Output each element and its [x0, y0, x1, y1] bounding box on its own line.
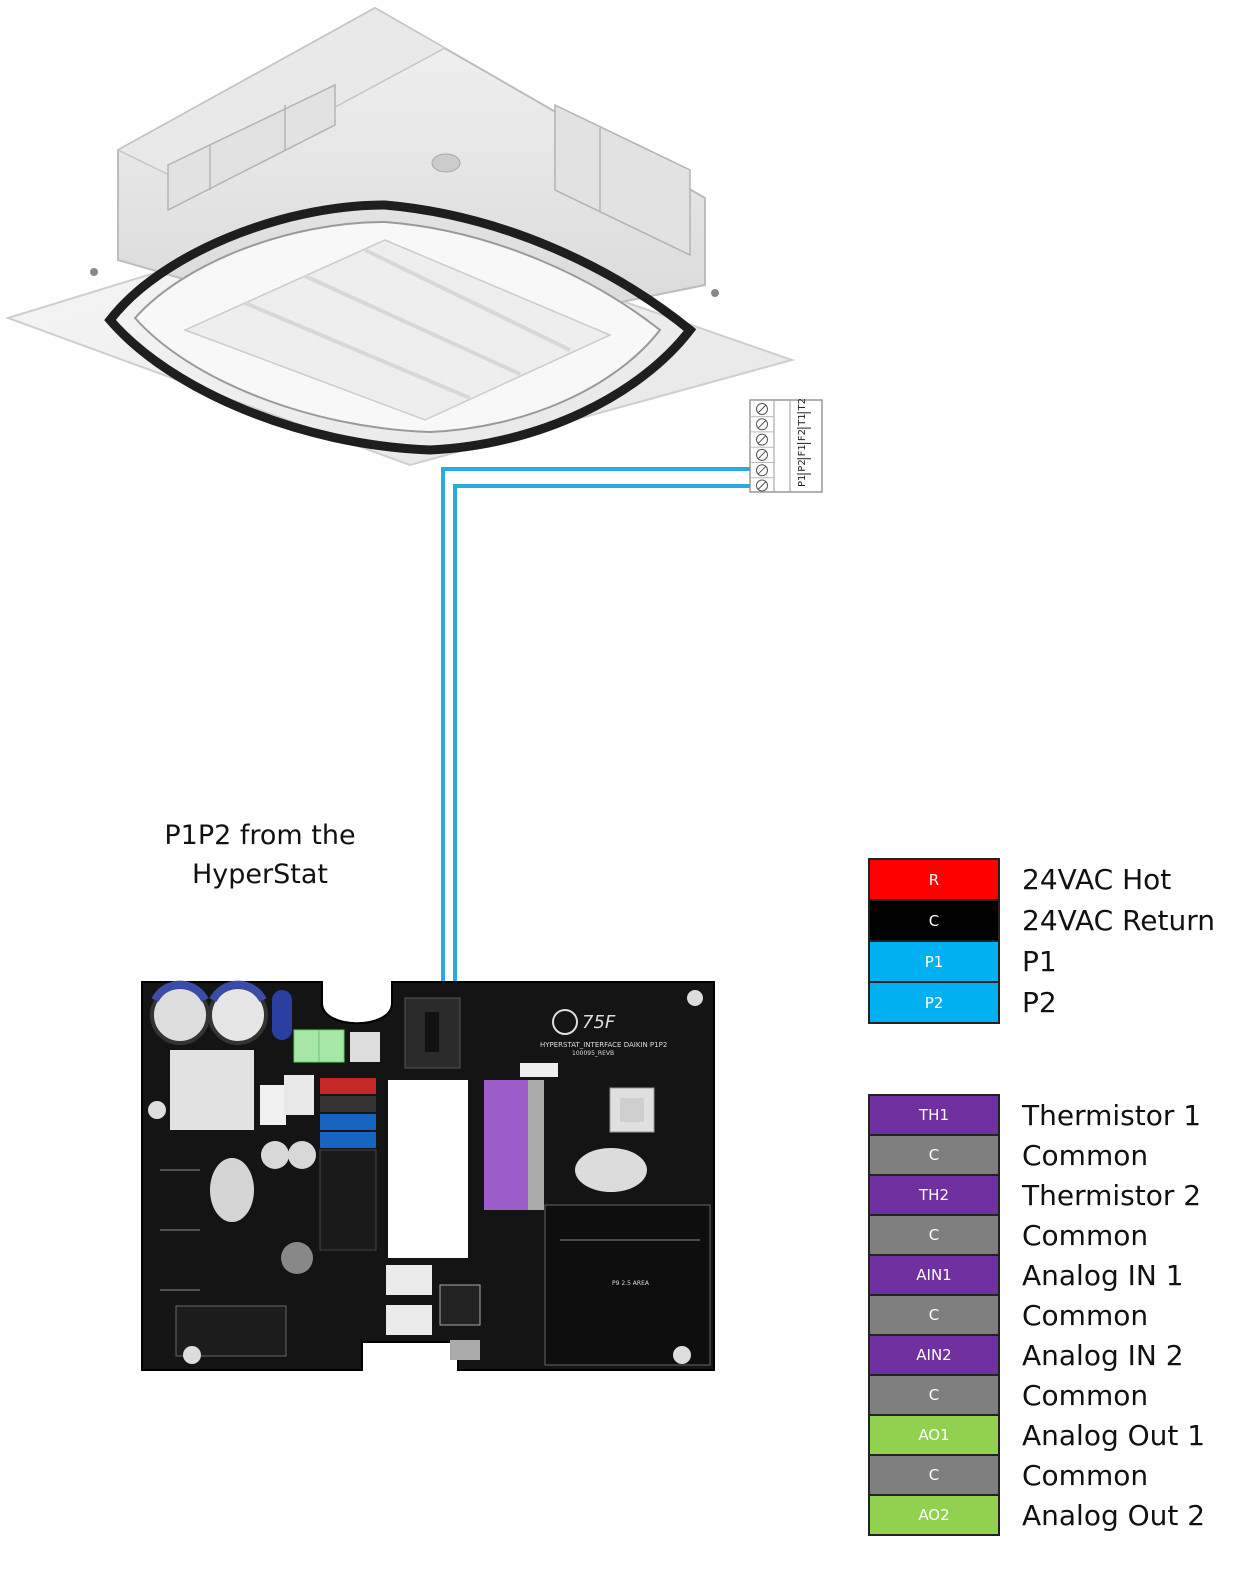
legend-io-label: Common	[1022, 1298, 1149, 1332]
legend-io-label: Common	[1022, 1458, 1149, 1492]
terminal-label: F2	[797, 429, 808, 441]
cassette-ac-unit	[4, 6, 796, 467]
board-revision: 100095_REVB	[572, 1050, 614, 1057]
legend-power-label: P1	[1022, 945, 1057, 978]
terminal-label: T2	[797, 398, 808, 411]
p1p2-callout: P1P2 from the HyperStat	[130, 816, 390, 894]
legend-io-label: Analog Out 1	[1022, 1418, 1206, 1452]
legend-io-row: AO2 Analog Out 2	[868, 1494, 1206, 1536]
board-title: HYPERSTAT_INTERFACE DAIKIN P1P2	[540, 1041, 667, 1049]
legend-io-row: C Common	[868, 1454, 1206, 1496]
legend-power-label: P2	[1022, 986, 1057, 1019]
terminal-screw-slot	[757, 435, 767, 444]
legend-io-label: Common	[1022, 1378, 1149, 1412]
callout-line-2: HyperStat	[192, 859, 328, 890]
terminal-label: P1	[797, 475, 808, 487]
terminal-screw-slot	[757, 465, 767, 475]
legend-io-label: Analog IN 2	[1022, 1338, 1184, 1372]
legend-io-row: C Common	[868, 1294, 1206, 1336]
legend-io-swatch: TH1	[868, 1094, 1000, 1136]
legend-io-row: TH1 Thermistor 1	[868, 1094, 1206, 1136]
legend-power-swatch: P2	[868, 981, 1000, 1024]
terminal-label: P2	[797, 459, 808, 471]
terminal-block	[749, 399, 823, 493]
legend-power-label: 24VAC Return	[1022, 904, 1216, 937]
legend-power-swatch: P1	[868, 940, 1000, 983]
legend-io-swatch: AIN2	[868, 1334, 1000, 1376]
legend-power-row: R 24VAC Hot	[868, 858, 1216, 901]
terminal-screw-slot	[757, 481, 767, 490]
legend-io-row: TH2 Thermistor 2	[868, 1174, 1206, 1216]
terminal-label: F1	[797, 444, 808, 456]
legend-io-label: Common	[1022, 1218, 1149, 1252]
terminal-label: T1	[797, 413, 808, 426]
terminal-labels: P1 P2 F1 F2 T1 T2	[797, 398, 811, 487]
legend-io-label: Common	[1022, 1138, 1149, 1172]
callout-line-1: P1P2 from the	[164, 820, 356, 851]
board-brand: 75F	[582, 1012, 616, 1033]
terminal-screws	[750, 403, 774, 492]
legend-io-swatch: C	[868, 1214, 1000, 1256]
legend-io-row: AO1 Analog Out 1	[868, 1414, 1206, 1456]
legend-io-row: C Common	[868, 1214, 1206, 1256]
legend-io-swatch: C	[868, 1294, 1000, 1336]
legend-io-swatch: AO1	[868, 1414, 1000, 1456]
legend-io-label: Analog Out 2	[1022, 1498, 1206, 1532]
terminal-screw-slot	[757, 419, 767, 429]
legend-io-swatch: TH2	[868, 1174, 1000, 1216]
hyperstat-interface-board: 75F HYPERSTAT_INTERFACE DAIKIN P1P2 1000…	[141, 980, 715, 1371]
legend-io-swatch: C	[868, 1374, 1000, 1416]
legend-io-row: C Common	[868, 1134, 1206, 1176]
legend-io-swatch: C	[868, 1134, 1000, 1176]
legend-io-row: AIN2 Analog IN 2	[868, 1334, 1206, 1376]
legend-power-row: P1 P1	[868, 940, 1216, 983]
terminal-screw-slot	[757, 404, 767, 414]
legend-io-swatch: AIN1	[868, 1254, 1000, 1296]
terminal-screw-slot	[757, 450, 767, 460]
legend-power-swatch: R	[868, 858, 1000, 901]
legend-io-swatch: C	[868, 1454, 1000, 1496]
legend-io-label: Analog IN 1	[1022, 1258, 1184, 1292]
legend-io-label: Thermistor 1	[1022, 1098, 1202, 1132]
legend-power-label: 24VAC Hot	[1022, 863, 1172, 896]
legend-io-row: C Common	[868, 1374, 1206, 1416]
legend-io-swatch: AO2	[868, 1494, 1000, 1536]
legend-power-row: P2 P2	[868, 981, 1216, 1024]
legend-power-swatch: C	[868, 899, 1000, 942]
legend-io-row: AIN1 Analog IN 1	[868, 1254, 1206, 1296]
legend-io-label: Thermistor 2	[1022, 1178, 1202, 1212]
legend-power-row: C 24VAC Return	[868, 899, 1216, 942]
board-area-label: P9 2.5 AREA	[612, 1280, 650, 1287]
